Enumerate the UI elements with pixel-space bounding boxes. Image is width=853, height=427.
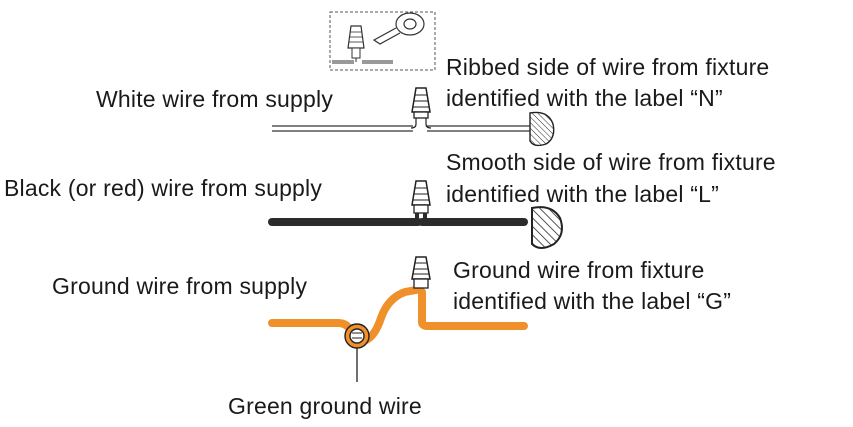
ground-label-note: identified with the label “G” [453,288,732,314]
white-fixture-wire [427,125,530,132]
wire-cross-section-icon [531,206,563,249]
wire-nut-and-tape-icon [329,11,436,71]
black-supply-label: Black (or red) wire from supply [4,175,323,201]
wire-nut-icon [411,180,431,222]
smooth-side-label: Smooth side of wire from fixture [446,149,776,175]
ground-fixture-wire [418,288,528,330]
ground-supply-label: Ground wire from supply [52,273,308,299]
wire-nut-icon [410,87,432,129]
neutral-label-note: identified with the label “N” [446,85,723,111]
wire-cross-section-icon [529,111,555,147]
ground-fixture-label: Ground wire from fixture [453,257,705,283]
green-ground-label: Green ground wire [228,393,422,419]
ribbed-side-label: Ribbed side of wire from fixture [446,54,770,80]
wire-nut-icon [411,256,431,289]
white-supply-label: White wire from supply [96,86,334,112]
ground-screw-icon [344,323,370,382]
line-label-note: identified with the label “L” [446,181,720,207]
white-supply-wire [272,125,413,132]
